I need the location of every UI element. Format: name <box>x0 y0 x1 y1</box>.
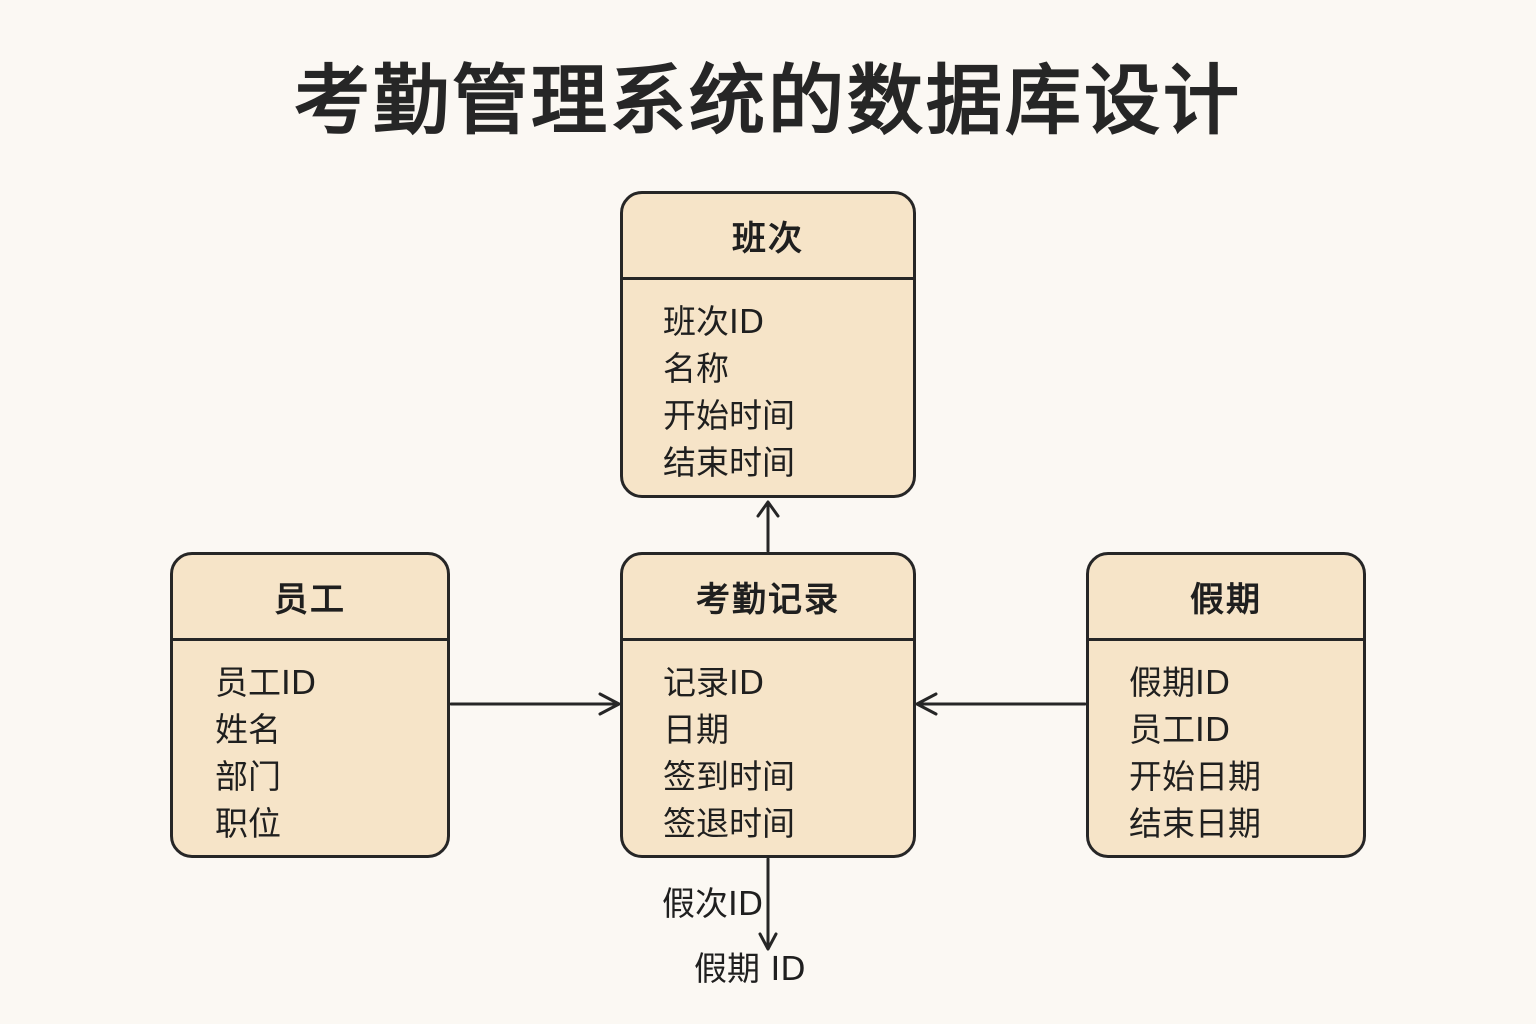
entity-attendance-record: 考勤记录 记录ID 日期 签到时间 签退时间 <box>620 552 916 858</box>
entity-leave: 假期 假期ID 员工ID 开始日期 结束日期 <box>1086 552 1366 858</box>
entity-shift: 班次 班次ID 名称 开始时间 结束时间 <box>620 191 916 498</box>
connector-attendance-to-shift <box>756 500 780 553</box>
entity-employee-name: 员工 <box>173 555 447 641</box>
field-shift-end-time: 结束时间 <box>663 443 795 482</box>
field-record-checkin-time: 签到时间 <box>663 757 795 796</box>
field-record-id: 记录ID <box>663 663 765 702</box>
field-employee-position: 职位 <box>215 804 281 843</box>
field-employee-id: 员工ID <box>215 663 317 702</box>
field-record-checkout-time: 签退时间 <box>663 804 795 843</box>
entity-employee-fields: 员工ID 姓名 部门 职位 <box>173 641 447 847</box>
diagram-title: 考勤管理系统的数据库设计 <box>294 56 1242 145</box>
entity-attendance-name: 考勤记录 <box>623 555 913 641</box>
entity-employee: 员工 员工ID 姓名 部门 职位 <box>170 552 450 858</box>
entity-shift-name: 班次 <box>623 194 913 280</box>
field-record-date: 日期 <box>663 710 729 749</box>
entity-attendance-fields: 记录ID 日期 签到时间 签退时间 <box>623 641 913 847</box>
field-shift-name: 名称 <box>663 349 729 388</box>
connector-label-2: 假期 ID <box>694 949 806 988</box>
field-leave-end-date: 结束日期 <box>1129 804 1261 843</box>
field-shift-start-time: 开始时间 <box>663 396 795 435</box>
field-leave-start-date: 开始日期 <box>1129 757 1261 796</box>
field-employee-name: 姓名 <box>215 710 281 749</box>
entity-shift-fields: 班次ID 名称 开始时间 结束时间 <box>623 280 913 486</box>
connector-employee-to-attendance <box>449 692 621 716</box>
field-leave-id: 假期ID <box>1129 663 1231 702</box>
field-employee-department: 部门 <box>215 757 281 796</box>
entity-leave-fields: 假期ID 员工ID 开始日期 结束日期 <box>1089 641 1363 847</box>
entity-leave-name: 假期 <box>1089 555 1363 641</box>
connector-label-1: 假次ID <box>662 884 764 923</box>
field-shift-id: 班次ID <box>663 302 765 341</box>
field-leave-employee-id: 员工ID <box>1129 710 1231 749</box>
connector-leave-to-attendance <box>915 692 1087 716</box>
